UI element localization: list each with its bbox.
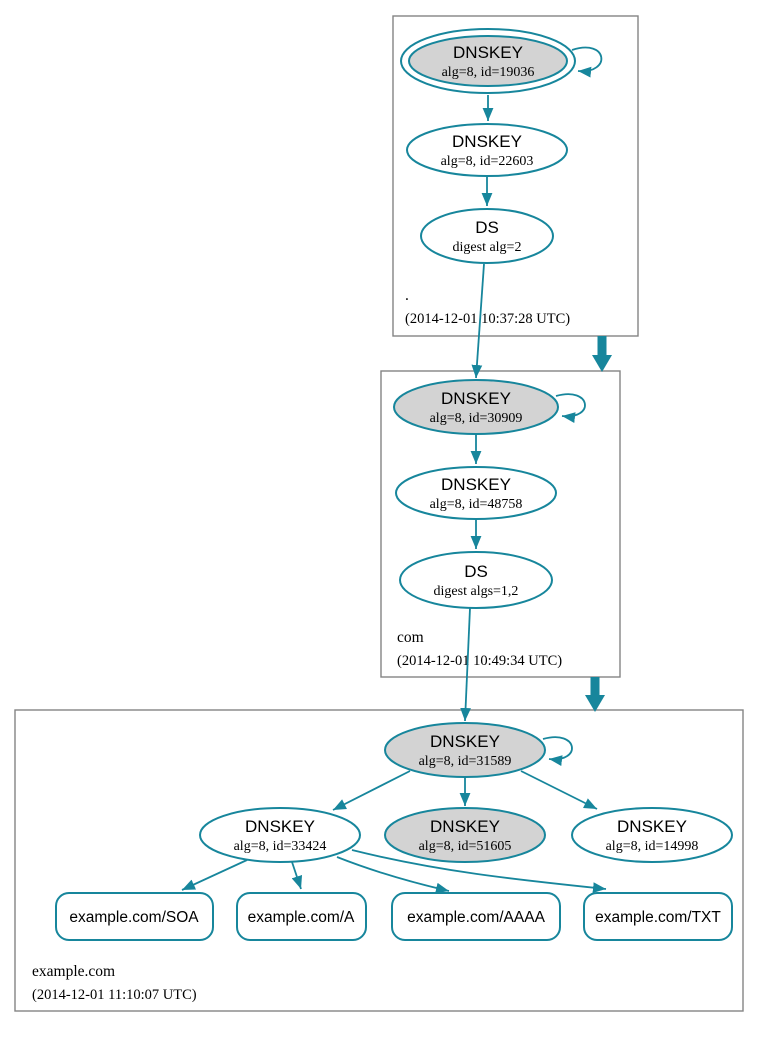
node-rrset-a-shape: [236, 892, 367, 941]
node-ds-root-title: DS: [475, 218, 499, 237]
node-dnskey-48758-title: DNSKEY: [441, 475, 511, 494]
node-dnskey-30909-subtitle: alg=8, id=30909: [430, 411, 523, 426]
zone-box-root: . (2014-12-01 10:37:28 UTC): [392, 15, 639, 337]
node-dnskey-33424-subtitle: alg=8, id=33424: [234, 839, 327, 854]
node-rrset-a[interactable]: example.com/A: [236, 892, 367, 941]
node-dnskey-51605-title: DNSKEY: [430, 817, 500, 836]
node-ds-root-subtitle: digest alg=2: [453, 240, 522, 255]
node-dnskey-22603[interactable]: DNSKEY alg=8, id=22603: [406, 123, 568, 177]
node-dnskey-31589-subtitle: alg=8, id=31589: [419, 754, 512, 769]
self-loop-example-ksk: [542, 736, 573, 766]
node-dnskey-22603-shape: [406, 123, 568, 177]
node-rrset-soa[interactable]: example.com/SOA: [55, 892, 214, 941]
node-dnskey-51605[interactable]: DNSKEY alg=8, id=51605: [384, 807, 546, 863]
zone-box-com: com (2014-12-01 10:49:34 UTC): [380, 370, 621, 678]
edge-zsk1-to-rrset-aaaa: [336, 856, 450, 894]
node-dnskey-33424[interactable]: DNSKEY alg=8, id=33424: [199, 807, 361, 863]
node-rrset-txt[interactable]: example.com/TXT: [583, 892, 733, 941]
node-dnskey-19036-shape: [408, 35, 568, 87]
node-rrset-txt-label: example.com/TXT: [595, 909, 721, 926]
self-loop-root-ksk: [571, 46, 603, 78]
node-dnskey-19036-title: DNSKEY: [453, 43, 523, 62]
zone-label-root: .: [405, 287, 409, 304]
node-rrset-txt-shape: [583, 892, 733, 941]
node-rrset-aaaa-shape: [391, 892, 561, 941]
edge-zsk1-to-rrset-txt: [351, 849, 607, 894]
zone-label-com: com: [397, 629, 424, 646]
node-dnskey-48758-shape: [395, 466, 557, 520]
node-ds-root[interactable]: DS digest alg=2: [420, 208, 554, 264]
node-rrset-soa-label: example.com/SOA: [69, 909, 199, 926]
zone-timestamp-example: (2014-12-01 11:10:07 UTC): [32, 987, 197, 1003]
edge-com-ds-to-example-ksk: [460, 607, 471, 722]
node-dnskey-31589-shape: [384, 722, 546, 778]
node-ds-root-shape: [420, 208, 554, 264]
node-dnskey-51605-shape: [384, 807, 546, 863]
zone-timestamp-root: (2014-12-01 10:37:28 UTC): [405, 311, 570, 327]
node-ds-com-title: DS: [464, 562, 488, 581]
zone-box-example: example.com (2014-12-01 11:10:07 UTC): [14, 709, 744, 1012]
node-ds-com-subtitle: digest algs=1,2: [434, 584, 519, 599]
node-dnskey-19036-subtitle: alg=8, id=19036: [442, 65, 535, 80]
zone-label-example: example.com: [32, 963, 115, 980]
edge-root-ds-to-com-ksk: [471, 263, 485, 379]
node-ds-com[interactable]: DS digest algs=1,2: [399, 551, 553, 609]
node-dnskey-33424-title: DNSKEY: [245, 817, 315, 836]
zone-timestamp-com: (2014-12-01 10:49:34 UTC): [397, 653, 562, 669]
zone-box-example-border: [14, 709, 744, 1012]
delegation-arrow-com-to-example: [585, 677, 605, 712]
node-dnskey-14998-title: DNSKEY: [617, 817, 687, 836]
node-dnskey-31589-title: DNSKEY: [430, 732, 500, 751]
node-rrset-soa-shape: [55, 892, 214, 941]
edge-example-ksk-to-zsk1: [332, 770, 411, 811]
node-dnskey-48758[interactable]: DNSKEY alg=8, id=48758: [395, 466, 557, 520]
delegation-arrowhead-icon: [585, 695, 605, 712]
node-ds-com-shape: [399, 551, 553, 609]
node-rrset-aaaa-label: example.com/AAAA: [407, 909, 545, 926]
zone-box-com-border: [380, 370, 621, 678]
node-dnskey-30909-title: DNSKEY: [441, 389, 511, 408]
node-dnskey-31589[interactable]: DNSKEY alg=8, id=31589: [384, 722, 546, 778]
node-rrset-aaaa[interactable]: example.com/AAAA: [391, 892, 561, 941]
delegation-arrow-root-to-com: [592, 336, 612, 372]
node-dnskey-33424-shape: [199, 807, 361, 863]
node-rrset-a-label: example.com/A: [248, 909, 355, 926]
node-dnskey-22603-title: DNSKEY: [452, 132, 522, 151]
edge-example-ksk-to-zsk3: [520, 770, 598, 810]
node-dnskey-14998-subtitle: alg=8, id=14998: [606, 839, 699, 854]
delegation-arrowhead-icon: [592, 355, 612, 372]
edge-zsk1-to-rrset-soa: [181, 859, 248, 891]
node-dnskey-30909[interactable]: DNSKEY alg=8, id=30909: [393, 379, 559, 435]
edge-zsk1-to-rrset-a: [291, 861, 303, 890]
node-dnskey-14998-shape: [571, 807, 733, 863]
node-dnskey-14998[interactable]: DNSKEY alg=8, id=14998: [571, 807, 733, 863]
node-dnskey-48758-subtitle: alg=8, id=48758: [430, 497, 523, 512]
node-dnskey-51605-subtitle: alg=8, id=51605: [419, 839, 512, 854]
self-loop-com-ksk: [555, 393, 586, 423]
node-dnskey-30909-shape: [393, 379, 559, 435]
node-dnskey-19036[interactable]: DNSKEY alg=8, id=19036: [400, 28, 576, 94]
zone-box-root-border: [392, 15, 639, 337]
node-dnskey-22603-subtitle: alg=8, id=22603: [441, 154, 534, 169]
